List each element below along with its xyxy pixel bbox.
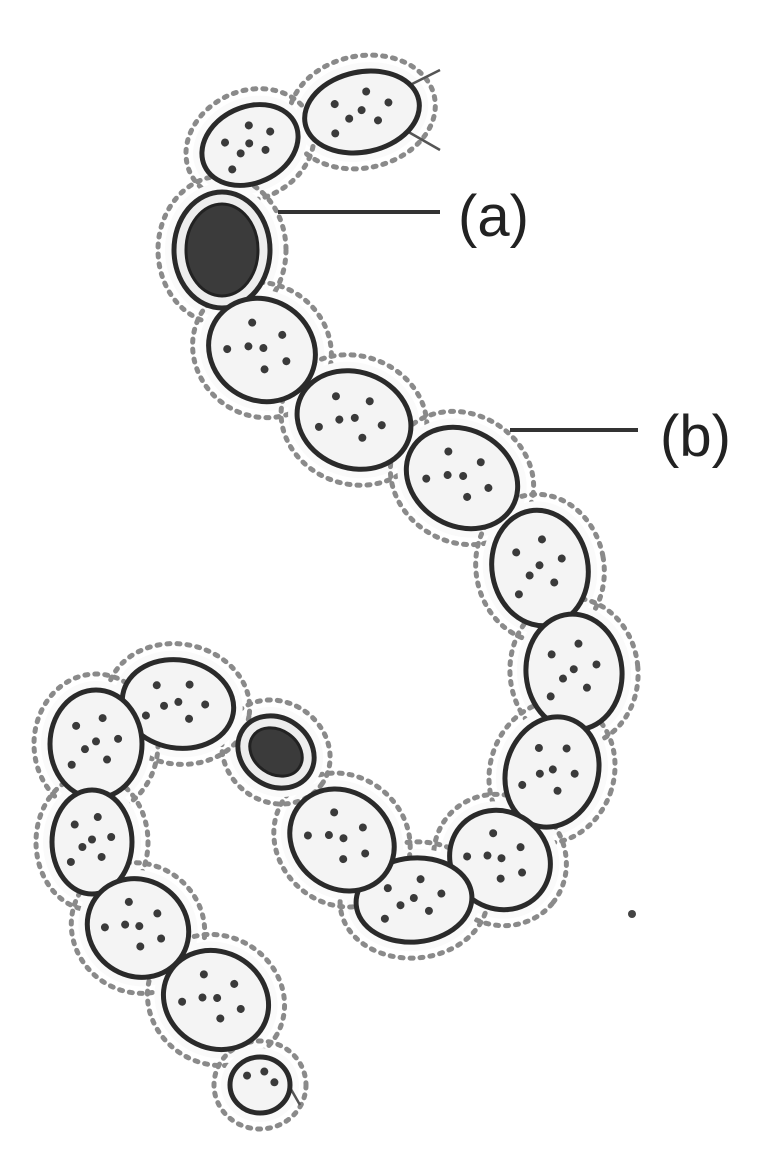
- heterocyst-cell: [174, 192, 270, 308]
- label-a: (a): [458, 184, 529, 249]
- granule: [94, 813, 102, 821]
- label-b: (b): [660, 404, 731, 469]
- granule: [270, 1078, 278, 1086]
- filament-cells: [50, 61, 636, 1113]
- granule: [78, 843, 86, 851]
- granule: [72, 722, 80, 730]
- granule: [103, 756, 111, 764]
- granule: [81, 745, 89, 753]
- granule: [114, 735, 122, 743]
- granule: [67, 858, 75, 866]
- granule: [98, 853, 106, 861]
- stray-dot: [628, 910, 636, 918]
- granule: [99, 714, 107, 722]
- granule: [107, 833, 115, 841]
- granule: [88, 836, 96, 844]
- vegetative-cell: [189, 89, 312, 200]
- granule: [260, 1068, 268, 1076]
- granule: [243, 1072, 251, 1080]
- partial-vegetative-cell: [230, 1057, 290, 1113]
- granule: [68, 761, 76, 769]
- granule: [71, 821, 79, 829]
- granule: [92, 737, 100, 745]
- vegetative-cell: [50, 690, 142, 798]
